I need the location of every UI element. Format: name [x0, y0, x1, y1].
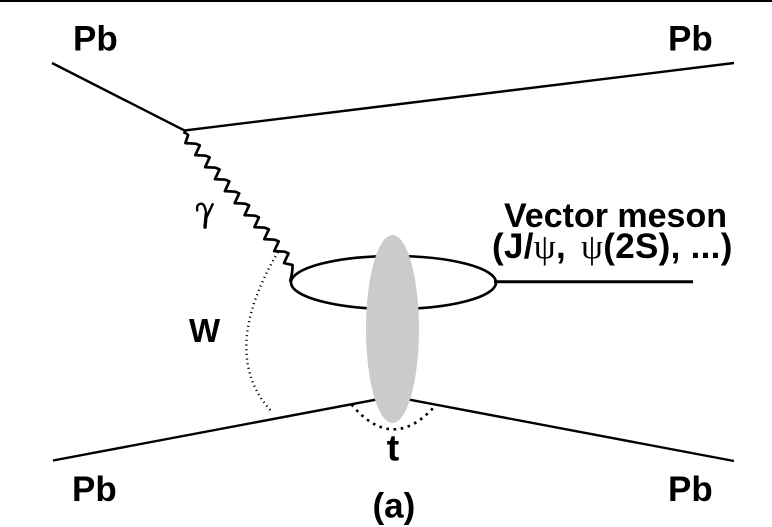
svg-text:Pb: Pb [668, 20, 713, 59]
svg-text:Vector meson: Vector meson [504, 197, 727, 235]
svg-text:(J/ψ, ψ(2S), ...): (J/ψ, ψ(2S), ...) [492, 227, 733, 266]
svg-text:Pb: Pb [668, 470, 713, 509]
svg-text:Pb: Pb [73, 20, 118, 59]
svg-text:t: t [387, 427, 400, 469]
svg-text:(a): (a) [373, 487, 416, 526]
svg-text:Pb: Pb [72, 470, 117, 509]
svg-text:W: W [189, 312, 221, 349]
